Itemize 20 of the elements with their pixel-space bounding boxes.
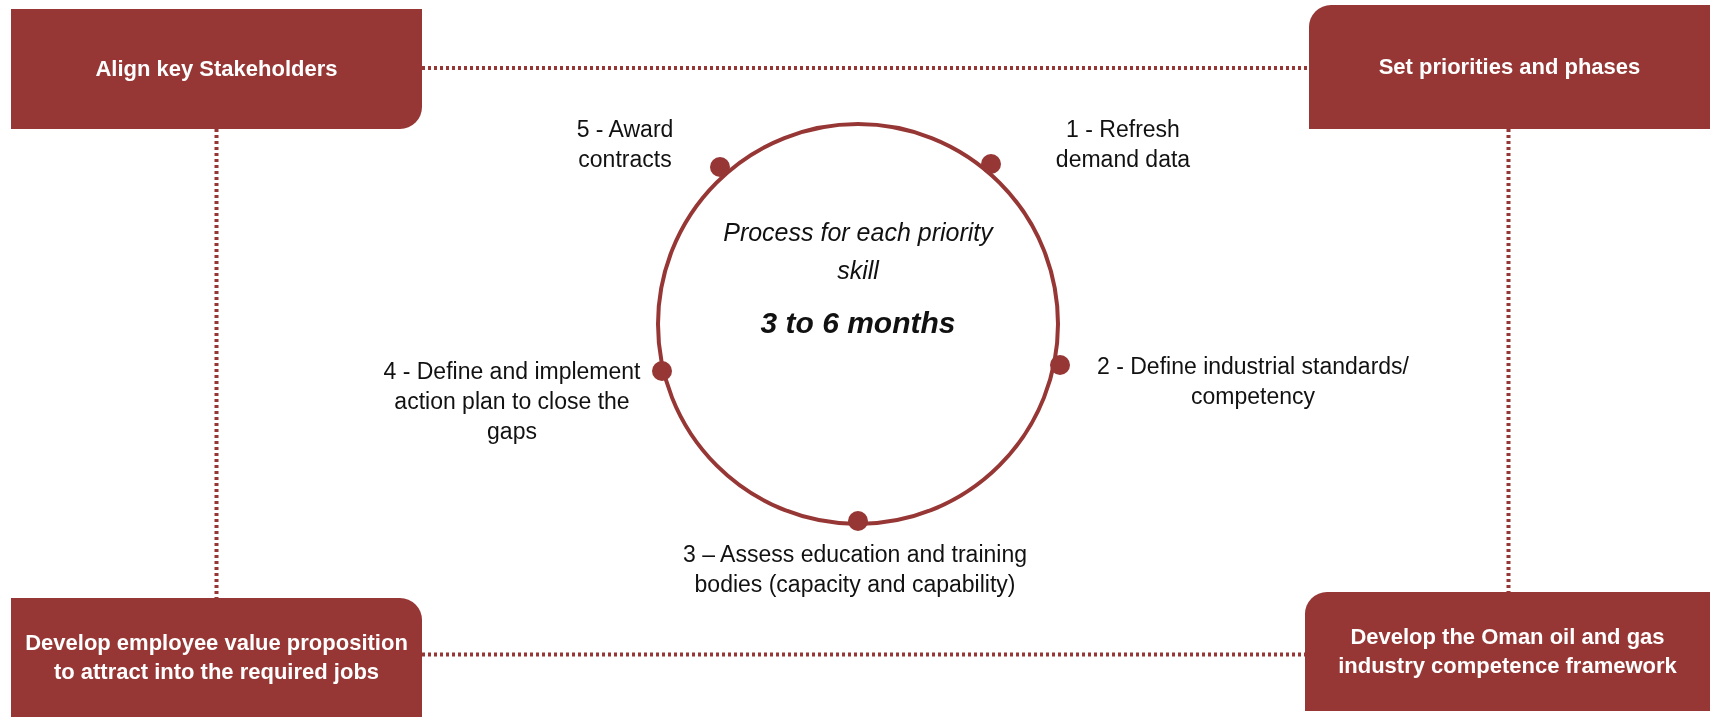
process-box: Set priorities and phases (1309, 5, 1710, 129)
step-dot (981, 154, 1001, 174)
step-label: 4 - Define and implement action plan to close the gaps (382, 357, 642, 446)
step-dot (652, 361, 672, 381)
step-label: 1 - Refresh demand data (1054, 115, 1192, 174)
step-label: 3 – Assess education and training bodies (capacity and capability) (682, 540, 1028, 599)
dotted-connector (214, 129, 219, 598)
step-label: 5 - Award contracts (575, 115, 675, 174)
step-dot (1050, 355, 1070, 375)
step-dot (710, 157, 730, 177)
process-box: Align key Stakeholders (11, 9, 422, 129)
cycle-title: Process for each priority skill (722, 217, 995, 286)
dotted-connector (1506, 129, 1511, 592)
process-box: Develop the Oman oil and gas industry competence framework (1305, 592, 1710, 711)
process-box: Develop employee value proposition to attract into the required jobs (11, 598, 422, 717)
duration-label: 3 to 6 months (759, 306, 957, 340)
dotted-connector (422, 66, 1309, 70)
dotted-connector (422, 652, 1305, 657)
step-dot (848, 511, 868, 531)
step-label: 2 - Define industrial standards/ competency (1096, 352, 1410, 411)
